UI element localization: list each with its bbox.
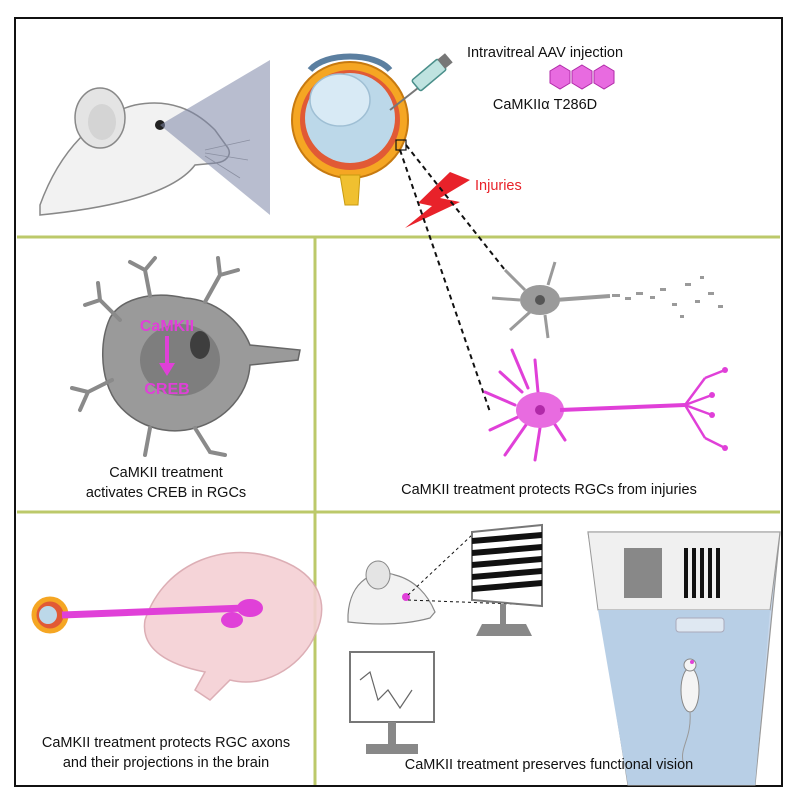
protect-caption: CaMKII treatment protects RGCs from inju… (318, 480, 780, 500)
vision-caption-text: CaMKII treatment preserves functional vi… (404, 757, 694, 773)
mouse-head-small (347, 560, 436, 625)
striped-monitor (471, 523, 543, 636)
protect-caption-text: CaMKII treatment protects RGCs from inju… (401, 482, 697, 498)
target-label: CREB (144, 381, 189, 398)
zoom-line-lower (399, 149, 491, 413)
vision-caption: CaMKII treatment preserves functional vi… (318, 755, 780, 775)
creb-caption-line1: CaMKII treatment (109, 465, 223, 481)
construct-label: CaMKIIα T286D (493, 97, 597, 113)
injured-rgc-neuron (491, 261, 723, 339)
creb-caption-line2: activates CREB in RGCs (85, 485, 247, 501)
light-cone (160, 60, 270, 215)
eye-cross-section (291, 53, 409, 206)
axons-caption-line2: and their projections in the brain (62, 755, 270, 771)
axons-caption: CaMKII treatment protects RGC axons and … (20, 733, 312, 773)
aav-capsid-icons (549, 64, 615, 90)
kinase-label: CaMKII (140, 318, 194, 335)
axons-caption-line1: CaMKII treatment protects RGC axons (41, 735, 291, 751)
injuries-label: Injuries (475, 178, 522, 194)
water-maze-tank (587, 531, 781, 786)
activation-arrow-icon (159, 363, 175, 376)
creb-caption: CaMKII treatment activates CREB in RGCs (20, 463, 312, 503)
erg-monitor (349, 651, 435, 754)
eye-axon-projection (31, 596, 263, 634)
injury-lightning-icon (405, 172, 470, 228)
syringe-icon (389, 53, 453, 111)
sight-line-upper (407, 534, 473, 596)
injection-title: Intravitreal AAV injection (467, 45, 623, 61)
protected-rgc-neuron (483, 348, 728, 462)
rgc-cell-body (70, 256, 301, 457)
